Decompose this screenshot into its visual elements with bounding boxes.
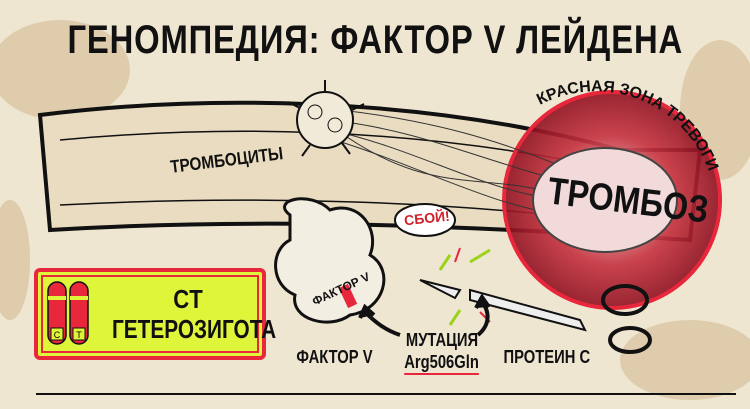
factor-v-protein — [274, 197, 386, 324]
genotype-code: CT — [173, 284, 203, 314]
factor-v-label: ФАКТОР V — [296, 347, 373, 367]
thrombus-blob — [532, 147, 678, 253]
protein-c-label: ПРОТЕИН C — [503, 347, 591, 367]
mutation-code: Arg506Gln — [404, 352, 479, 375]
platelet — [287, 80, 365, 157]
genotype-type: ГЕТЕРОЗИГОТА — [112, 314, 277, 344]
arrows — [358, 293, 491, 337]
fail-bubble — [394, 203, 456, 237]
divider — [36, 393, 736, 395]
paper-stains — [0, 20, 750, 400]
mutation-label: МУТАЦИЯ — [405, 330, 479, 350]
broken-scissors — [419, 247, 652, 354]
page-title: ГЕНОМПЕДИЯ: ФАКТОР V ЛЕЙДЕНА — [67, 18, 683, 62]
